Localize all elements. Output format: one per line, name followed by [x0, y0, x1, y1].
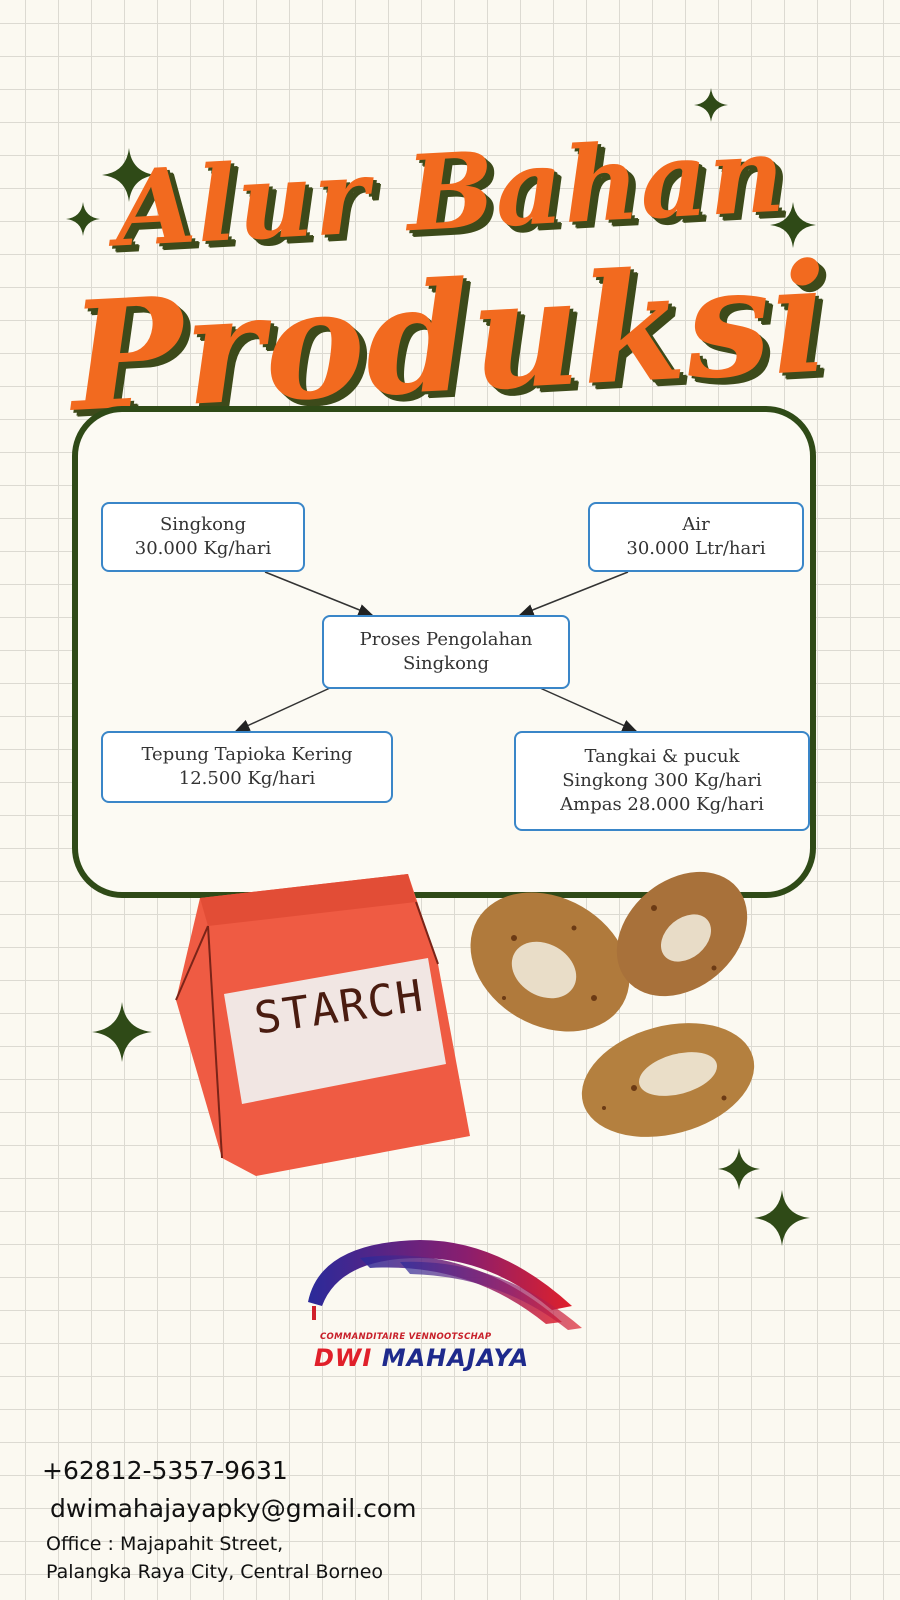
- logo-name-part1: DWI: [314, 1344, 373, 1372]
- sparkle-icon: [694, 88, 728, 122]
- node-air: Air 30.000 Ltr/hari: [588, 502, 804, 572]
- contact-address-line1: Office : Majapahit Street,: [46, 1533, 284, 1555]
- logo-subtitle: COMMANDITAIRE VENNOOTSCHAP: [320, 1332, 492, 1342]
- company-logo-swoosh: [308, 1240, 582, 1330]
- sparkle-icon: [770, 202, 816, 248]
- node-tepung-tapioka: Tepung Tapioka Kering 12.500 Kg/hari: [101, 731, 393, 803]
- arrow-proses-to-tepung: [234, 687, 331, 732]
- arrow-proses-to-limbah: [539, 687, 638, 732]
- contact-email[interactable]: dwimahajayapky@gmail.com: [50, 1494, 417, 1523]
- cassava-potatoes-illustration: [470, 871, 755, 1137]
- sparkle-icon: [102, 148, 156, 202]
- node-proses-pengolahan: Proses Pengolahan Singkong: [322, 615, 570, 689]
- logo-name: DWI MAHAJAYA: [314, 1344, 529, 1372]
- sparkle-icon: [754, 1190, 810, 1246]
- sparkle-icon: [718, 1148, 760, 1190]
- sparkle-icon: [92, 1002, 152, 1062]
- arrow-singkong-to-proses: [264, 571, 374, 616]
- node-singkong: Singkong 30.000 Kg/hari: [101, 502, 305, 572]
- sparkle-icon: [66, 202, 100, 236]
- node-limbah: Tangkai & pucuk Singkong 300 Kg/hari Amp…: [514, 731, 810, 831]
- contact-address-line2: Palangka Raya City, Central Borneo: [46, 1561, 384, 1583]
- starch-bag-illustration: [175, 874, 470, 1176]
- arrow-air-to-proses: [518, 571, 629, 616]
- logo-name-part2: MAHAJAYA: [381, 1344, 530, 1372]
- contact-phone[interactable]: +62812-5357-9631: [42, 1456, 288, 1485]
